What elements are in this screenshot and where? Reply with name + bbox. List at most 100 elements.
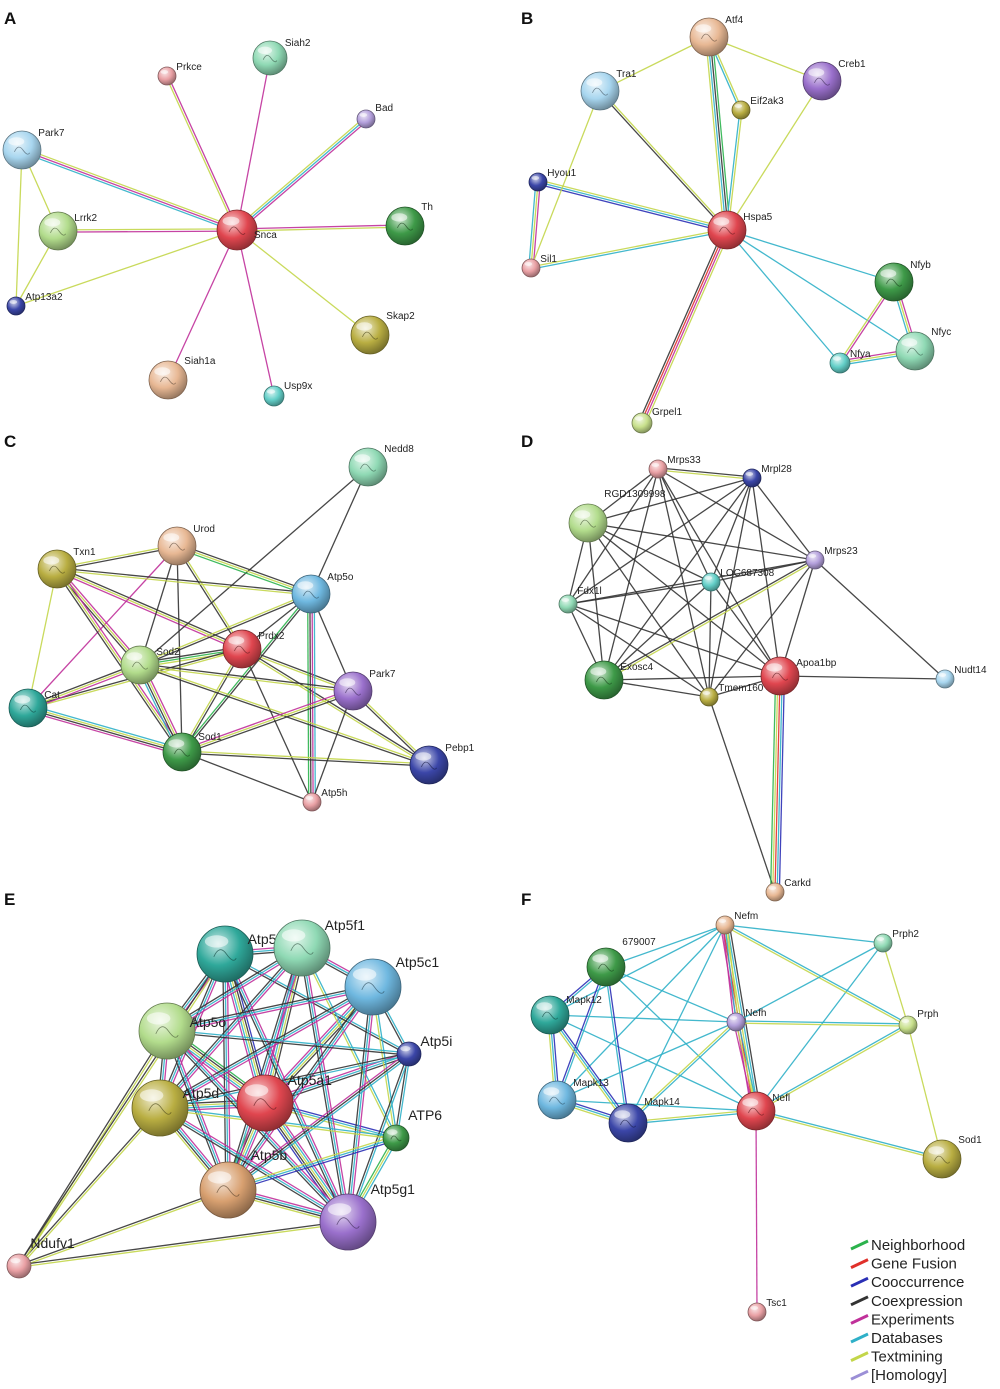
node-sphere[interactable]: [217, 210, 257, 250]
node-sphere[interactable]: [538, 1081, 576, 1119]
node-mrpl28[interactable]: Mrpl28: [743, 464, 792, 487]
node-atp5i[interactable]: Atp5i: [397, 1033, 452, 1066]
node-tsc1[interactable]: Tsc1: [748, 1298, 787, 1321]
node-atf4[interactable]: Atf4: [690, 15, 744, 56]
node-sphere[interactable]: [274, 920, 330, 976]
node-sphere[interactable]: [875, 263, 913, 301]
node-sphere[interactable]: [292, 575, 330, 613]
node-sphere[interactable]: [320, 1194, 376, 1250]
node-sphere[interactable]: [732, 101, 750, 119]
node-sphere[interactable]: [163, 733, 201, 771]
node-sphere[interactable]: [132, 1080, 188, 1136]
node-sphere[interactable]: [383, 1125, 409, 1151]
node-nfyb[interactable]: Nfyb: [875, 260, 931, 301]
node-sphere[interactable]: [223, 630, 261, 668]
node-sphere[interactable]: [121, 646, 159, 684]
node-prkce[interactable]: Prkce: [158, 62, 202, 85]
node-sphere[interactable]: [803, 62, 841, 100]
node-apoa1bp[interactable]: Apoa1bp: [761, 657, 837, 695]
node-sphere[interactable]: [345, 959, 401, 1015]
node-sphere[interactable]: [158, 67, 176, 85]
node-sphere[interactable]: [351, 316, 389, 354]
node-nedd8[interactable]: Nedd8: [349, 444, 414, 486]
node-sphere[interactable]: [531, 996, 569, 1034]
node-prph2[interactable]: Prph2: [874, 929, 919, 952]
node-sphere[interactable]: [200, 1162, 256, 1218]
node-sphere[interactable]: [334, 672, 372, 710]
node-hspa5[interactable]: Hspa5: [708, 211, 773, 249]
node-th[interactable]: Th: [386, 202, 433, 245]
node-sphere[interactable]: [237, 1075, 293, 1131]
node-sphere[interactable]: [581, 72, 619, 110]
node-mrps23[interactable]: Mrps23: [806, 546, 858, 569]
node-mapk12[interactable]: Mapk12: [531, 995, 602, 1034]
node-cat[interactable]: Cat: [9, 689, 60, 727]
node-sphere[interactable]: [303, 793, 321, 811]
node-sphere[interactable]: [149, 361, 187, 399]
node-sphere[interactable]: [264, 386, 284, 406]
node-tra1[interactable]: Tra1: [581, 69, 637, 110]
node-pebp1[interactable]: Pebp1: [410, 743, 475, 784]
node-sphere[interactable]: [529, 173, 547, 191]
node-nfyc[interactable]: Nfyc: [896, 327, 951, 370]
node-skap2[interactable]: Skap2: [351, 311, 415, 354]
node-park7[interactable]: Park7: [334, 669, 396, 710]
node-sphere[interactable]: [410, 746, 448, 784]
node-atp13a2[interactable]: Atp13a2: [7, 292, 63, 315]
node-sphere[interactable]: [700, 688, 718, 706]
node-grpel1[interactable]: Grpel1: [632, 407, 682, 433]
node-eif2ak3[interactable]: Eif2ak3: [732, 96, 784, 119]
node-sphere[interactable]: [737, 1092, 775, 1130]
node-siah2[interactable]: Siah2: [253, 38, 311, 75]
node-creb1[interactable]: Creb1: [803, 59, 866, 100]
node-sphere[interactable]: [139, 1003, 195, 1059]
node-sod2[interactable]: Sod2: [121, 646, 180, 684]
node-sphere[interactable]: [585, 661, 623, 699]
node-sod1[interactable]: Sod1: [163, 732, 222, 771]
node-sphere[interactable]: [830, 353, 850, 373]
node-nudt14[interactable]: Nudt14: [936, 665, 987, 688]
node-sphere[interactable]: [253, 41, 287, 75]
node-sphere[interactable]: [569, 504, 607, 542]
node-sphere[interactable]: [702, 573, 720, 591]
node-sphere[interactable]: [923, 1140, 961, 1178]
node-nefl[interactable]: Nefl: [737, 1092, 790, 1130]
node-sphere[interactable]: [761, 657, 799, 695]
node-atp5h[interactable]: Atp5h: [303, 788, 347, 811]
node-sphere[interactable]: [727, 1013, 745, 1031]
node-sphere[interactable]: [874, 934, 892, 952]
node-atp5o[interactable]: Atp5o: [292, 572, 354, 613]
node-sphere[interactable]: [899, 1016, 917, 1034]
node-sphere[interactable]: [38, 550, 76, 588]
node-siah1a[interactable]: Siah1a: [149, 356, 216, 399]
node-sphere[interactable]: [9, 689, 47, 727]
node-sphere[interactable]: [349, 448, 387, 486]
node-sphere[interactable]: [559, 595, 577, 613]
node-sphere[interactable]: [3, 131, 41, 169]
node-sphere[interactable]: [158, 527, 196, 565]
node-sphere[interactable]: [896, 332, 934, 370]
node-sphere[interactable]: [39, 212, 77, 250]
node-sod1[interactable]: Sod1: [923, 1135, 982, 1178]
node-sphere[interactable]: [522, 259, 540, 277]
node-sphere[interactable]: [748, 1303, 766, 1321]
node-snca[interactable]: Snca: [217, 210, 277, 250]
node-sphere[interactable]: [632, 413, 652, 433]
node-sphere[interactable]: [936, 670, 954, 688]
node-atp5f1[interactable]: Atp5f1: [274, 917, 365, 976]
node-sphere[interactable]: [7, 1254, 31, 1278]
node-sphere[interactable]: [766, 883, 784, 901]
node-sphere[interactable]: [649, 460, 667, 478]
node-sphere[interactable]: [690, 18, 728, 56]
node-sphere[interactable]: [716, 916, 734, 934]
node-bad[interactable]: Bad: [357, 103, 393, 128]
node-atp6[interactable]: ATP6: [383, 1107, 442, 1151]
node-atp5c1[interactable]: Atp5c1: [345, 954, 439, 1015]
node-sphere[interactable]: [708, 211, 746, 249]
node-lrrk2[interactable]: Lrrk2: [39, 212, 98, 250]
node-sphere[interactable]: [587, 948, 625, 986]
node-sphere[interactable]: [397, 1042, 421, 1066]
node-sphere[interactable]: [806, 551, 824, 569]
node-sphere[interactable]: [609, 1104, 647, 1142]
node-atp5j[interactable]: Atp5j: [197, 926, 280, 982]
